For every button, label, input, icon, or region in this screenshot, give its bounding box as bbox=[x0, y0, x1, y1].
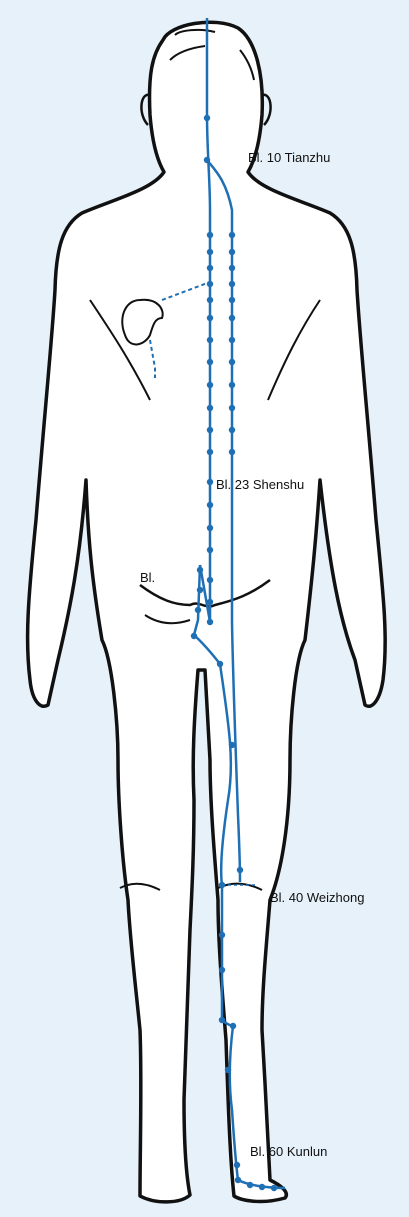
acupoint-bl40 bbox=[219, 882, 225, 888]
acupoint bbox=[229, 315, 235, 321]
acupoint bbox=[229, 405, 235, 411]
acupoint bbox=[229, 265, 235, 271]
acupoint bbox=[237, 867, 243, 873]
acupoint bbox=[219, 967, 225, 973]
label-bl: Bl. bbox=[140, 570, 155, 585]
acupoint bbox=[207, 281, 213, 287]
acupoint bbox=[207, 619, 213, 625]
acupoint bbox=[191, 633, 197, 639]
label-bl10: Bl. 10 Tianzhu bbox=[248, 150, 330, 165]
acupoint bbox=[207, 599, 213, 605]
acupoint bbox=[207, 265, 213, 271]
acupoint bbox=[229, 382, 235, 388]
acupoint bbox=[207, 315, 213, 321]
acupoint bbox=[207, 337, 213, 343]
body-outline bbox=[28, 22, 386, 1202]
acupoint bbox=[204, 115, 210, 121]
label-bl40: Bl. 40 Weizhong bbox=[270, 890, 364, 905]
acupoint bbox=[229, 427, 235, 433]
acupoint bbox=[207, 405, 213, 411]
acupoint bbox=[229, 249, 235, 255]
acupoint bbox=[219, 1017, 225, 1023]
acupoint bbox=[217, 661, 223, 667]
acupoint-bl10 bbox=[204, 157, 210, 163]
acupoint bbox=[219, 932, 225, 938]
acupoint bbox=[229, 337, 235, 343]
acupoint bbox=[207, 232, 213, 238]
acupoint bbox=[229, 449, 235, 455]
label-bl23: Bl. 23 Shenshu bbox=[216, 477, 304, 492]
acupoint bbox=[197, 587, 203, 593]
acupoint-bl23 bbox=[207, 479, 213, 485]
acupoint bbox=[207, 577, 213, 583]
acupoint bbox=[229, 281, 235, 287]
acupoint bbox=[207, 547, 213, 553]
acupoint bbox=[207, 359, 213, 365]
acupoint-bl60 bbox=[234, 1162, 240, 1168]
acupoint bbox=[229, 232, 235, 238]
acupoint bbox=[207, 502, 213, 508]
acupoint bbox=[259, 1184, 265, 1190]
acupoint bbox=[229, 297, 235, 303]
acupoint bbox=[247, 1182, 253, 1188]
acupoint bbox=[225, 1067, 231, 1073]
acupoint bbox=[230, 1023, 236, 1029]
acupoint bbox=[207, 449, 213, 455]
acupoint bbox=[235, 1177, 241, 1183]
acupoint bbox=[195, 607, 201, 613]
acupoint bbox=[207, 382, 213, 388]
acupoint bbox=[229, 742, 235, 748]
acupoint bbox=[197, 567, 203, 573]
acupoint bbox=[207, 427, 213, 433]
label-bl60: Bl. 60 Kunlun bbox=[250, 1144, 327, 1159]
acupoint bbox=[271, 1185, 277, 1191]
acupoint bbox=[207, 297, 213, 303]
acupoint bbox=[207, 525, 213, 531]
acupoint bbox=[207, 249, 213, 255]
acupoint bbox=[229, 359, 235, 365]
